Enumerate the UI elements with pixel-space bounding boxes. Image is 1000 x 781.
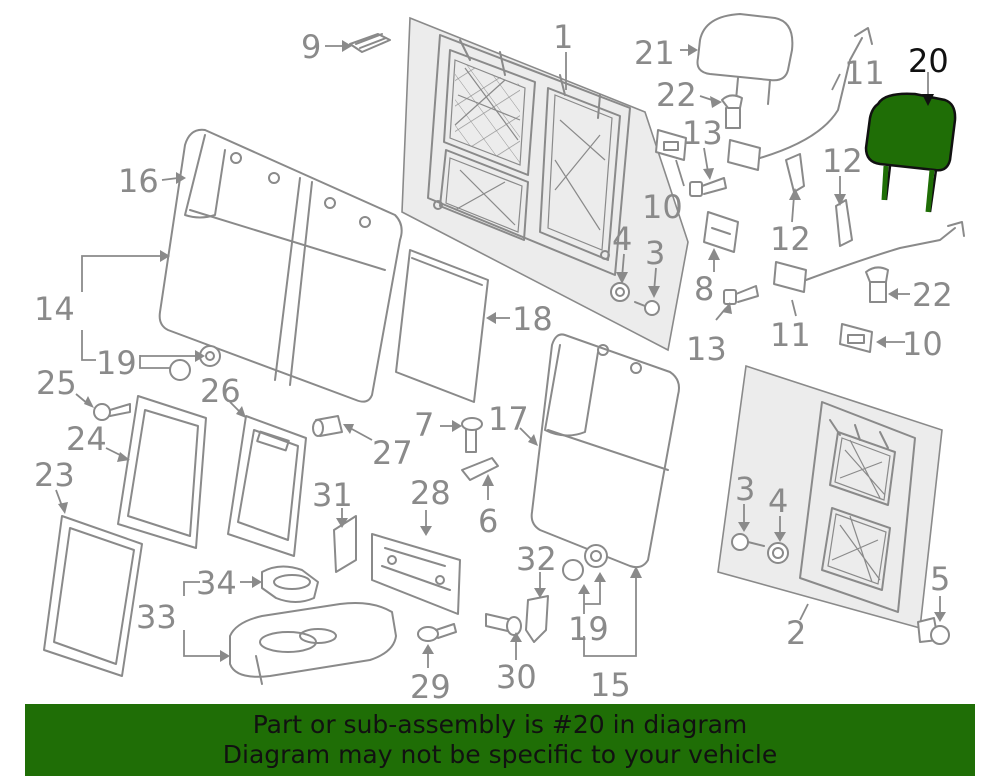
callout-16: 16 xyxy=(118,162,159,200)
callout-15: 15 xyxy=(590,666,631,700)
callout-13-lower: 13 xyxy=(686,330,727,368)
seatback-cover-part-17 xyxy=(530,333,680,569)
headrest-part-20-highlighted[interactable] xyxy=(864,92,957,213)
parts-diagram: 1 2 3 3 4 4 5 6 7 8 9 10 10 11 11 12 12 … xyxy=(34,13,965,700)
bolt-part-30 xyxy=(485,613,522,636)
callout-6: 6 xyxy=(478,502,498,540)
callout-14: 14 xyxy=(34,290,75,328)
callout-21: 21 xyxy=(634,34,675,72)
bolt-part-25 xyxy=(93,403,131,421)
clip-part-9 xyxy=(349,33,391,53)
bolt-part-29 xyxy=(417,623,457,642)
callout-3-lower: 3 xyxy=(735,470,755,508)
callout-23: 23 xyxy=(34,456,75,494)
callout-19-upper: 19 xyxy=(96,344,137,382)
headrest-part-21 xyxy=(696,13,794,105)
leader-lines xyxy=(55,40,946,668)
cover-part-23 xyxy=(43,515,143,677)
bolt-part-5 xyxy=(917,617,950,645)
bolt-part-13-lower xyxy=(723,285,759,305)
callout-27: 27 xyxy=(372,434,413,472)
callout-7: 7 xyxy=(414,406,434,444)
callout-28: 28 xyxy=(410,474,451,512)
info-banner: Part or sub-assembly is #20 in diagram D… xyxy=(25,704,975,776)
callout-19-lower: 19 xyxy=(568,610,609,648)
callout-3-upper: 3 xyxy=(645,234,665,272)
bolt-part-3-lower xyxy=(731,533,765,551)
grommet-part-19-upper xyxy=(169,345,221,381)
pad-part-18 xyxy=(395,249,489,403)
callout-22-upper: 22 xyxy=(656,76,697,114)
grommet-part-19-lower xyxy=(562,544,608,581)
bracket-part-12-lower xyxy=(835,199,853,247)
banner-line-2: Diagram may not be specific to your vehi… xyxy=(222,740,778,769)
callout-9: 9 xyxy=(301,28,321,66)
guide-part-22-lower xyxy=(865,266,889,303)
banner-line-1: Part or sub-assembly is #20 in diagram xyxy=(252,710,748,739)
callout-4-upper: 4 xyxy=(612,220,632,258)
callout-29: 29 xyxy=(410,668,451,700)
callout-4-lower: 4 xyxy=(768,482,788,520)
bolt-part-13-upper xyxy=(689,177,727,197)
callout-labels: 1 2 3 3 4 4 5 6 7 8 9 10 10 11 11 12 12 … xyxy=(34,18,953,700)
latch-assembly-part-11-lower xyxy=(773,221,965,293)
callout-1: 1 xyxy=(553,18,573,56)
bracket-part-10-lower xyxy=(839,323,873,353)
trim-part-26 xyxy=(227,415,307,557)
callout-26: 26 xyxy=(200,372,241,410)
callout-2: 2 xyxy=(786,614,806,652)
callout-32: 32 xyxy=(516,540,557,578)
callout-8: 8 xyxy=(694,270,714,308)
latch-assembly-part-11-upper xyxy=(727,27,873,171)
guide-part-22-upper xyxy=(721,94,743,129)
hinge-part-28 xyxy=(371,533,461,615)
bolt-part-7 xyxy=(461,417,483,453)
clip-part-6 xyxy=(461,457,499,481)
armrest-part-33 xyxy=(229,602,397,685)
nut-part-4-lower xyxy=(767,542,789,564)
bracket-part-32 xyxy=(525,595,549,643)
callout-10-lower: 10 xyxy=(902,325,943,363)
nut-part-4-upper xyxy=(610,282,630,302)
latch-part-8 xyxy=(703,211,739,253)
cover-part-24 xyxy=(117,395,207,549)
bushing-part-27 xyxy=(312,415,343,437)
callout-31: 31 xyxy=(312,476,353,514)
bracket-part-31 xyxy=(333,515,357,573)
seatback-cover-part-16 xyxy=(158,128,403,403)
bracket-part-12-upper xyxy=(785,153,805,193)
callout-24: 24 xyxy=(66,420,107,458)
seatback-frame-part-1 xyxy=(401,16,689,352)
callout-25: 25 xyxy=(36,364,77,402)
callout-30: 30 xyxy=(496,658,537,696)
callout-12-upper: 12 xyxy=(822,142,863,180)
callout-33: 33 xyxy=(136,598,177,636)
callout-18: 18 xyxy=(512,300,553,338)
bracket-part-10-upper xyxy=(655,129,687,161)
callout-11-upper: 11 xyxy=(844,54,885,92)
callout-5: 5 xyxy=(930,560,950,598)
callout-12-lower: 12 xyxy=(770,220,811,258)
callout-34: 34 xyxy=(196,564,237,602)
cupholder-part-34 xyxy=(261,565,319,603)
callout-17: 17 xyxy=(488,400,529,438)
bolt-part-3-upper xyxy=(634,300,660,316)
callout-13-upper: 13 xyxy=(682,114,723,152)
callout-20: 20 xyxy=(908,42,949,80)
callout-11-lower: 11 xyxy=(770,316,811,354)
callout-10-upper: 10 xyxy=(642,188,683,226)
callout-22-lower: 22 xyxy=(912,276,953,314)
